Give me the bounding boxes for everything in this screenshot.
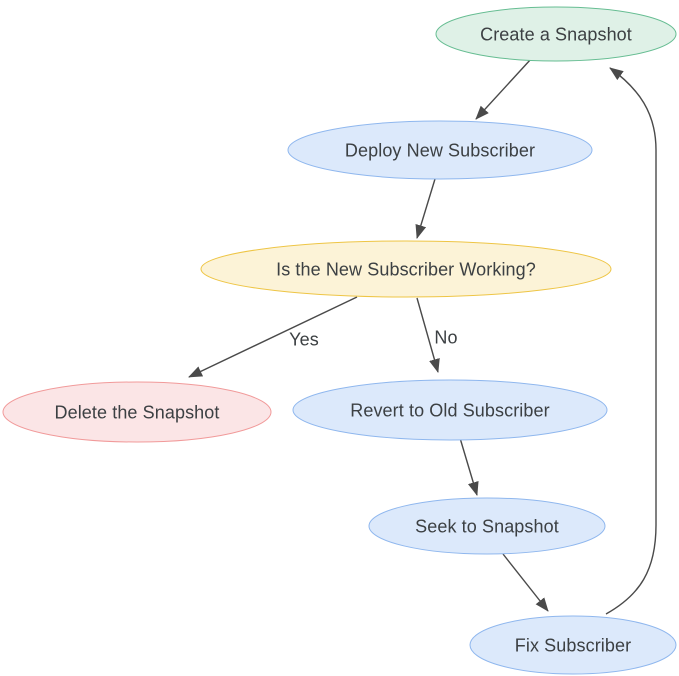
edge-create-to-deploy xyxy=(475,58,532,120)
node-is-new-subscriber-working-label: Is the New Subscriber Working? xyxy=(276,259,536,279)
node-delete-the-snapshot: Delete the Snapshot xyxy=(2,381,272,443)
node-deploy-new-subscriber-shape xyxy=(287,120,593,180)
node-fix-subscriber-label: Fix Subscriber xyxy=(515,635,631,655)
node-seek-to-snapshot-shape xyxy=(368,497,606,555)
node-create-snapshot-shape xyxy=(435,6,677,62)
edge-working-to-revert-no xyxy=(416,297,440,373)
edge-label-yes: Yes xyxy=(289,329,319,349)
node-delete-the-snapshot-label: Delete the Snapshot xyxy=(54,402,219,422)
edge-fix-to-create xyxy=(605,67,657,615)
node-delete-the-snapshot-shape xyxy=(2,381,272,443)
edge-label-no: No xyxy=(434,327,457,347)
node-fix-subscriber-shape xyxy=(469,615,677,675)
node-is-new-subscriber-working-shape xyxy=(200,240,612,298)
edge-seek-to-fix xyxy=(502,553,549,612)
node-seek-to-snapshot-label: Seek to Snapshot xyxy=(415,516,559,536)
node-fix-subscriber: Fix Subscriber xyxy=(469,615,677,675)
node-revert-to-old-subscriber-shape xyxy=(292,379,608,441)
node-deploy-new-subscriber-label: Deploy New Subscriber xyxy=(345,140,535,160)
edge-layer xyxy=(188,58,657,615)
node-create-snapshot: Create a Snapshot xyxy=(435,6,677,62)
edge-working-to-delete-yes xyxy=(188,296,358,378)
node-is-new-subscriber-working: Is the New Subscriber Working? xyxy=(200,240,612,298)
node-seek-to-snapshot: Seek to Snapshot xyxy=(368,497,606,555)
edge-deploy-to-working xyxy=(415,178,436,239)
node-create-snapshot-label: Create a Snapshot xyxy=(480,24,632,44)
edge-revert-to-seek xyxy=(459,437,479,496)
node-revert-to-old-subscriber-label: Revert to Old Subscriber xyxy=(350,400,549,420)
node-deploy-new-subscriber: Deploy New Subscriber xyxy=(287,120,593,180)
node-revert-to-old-subscriber: Revert to Old Subscriber xyxy=(292,379,608,441)
